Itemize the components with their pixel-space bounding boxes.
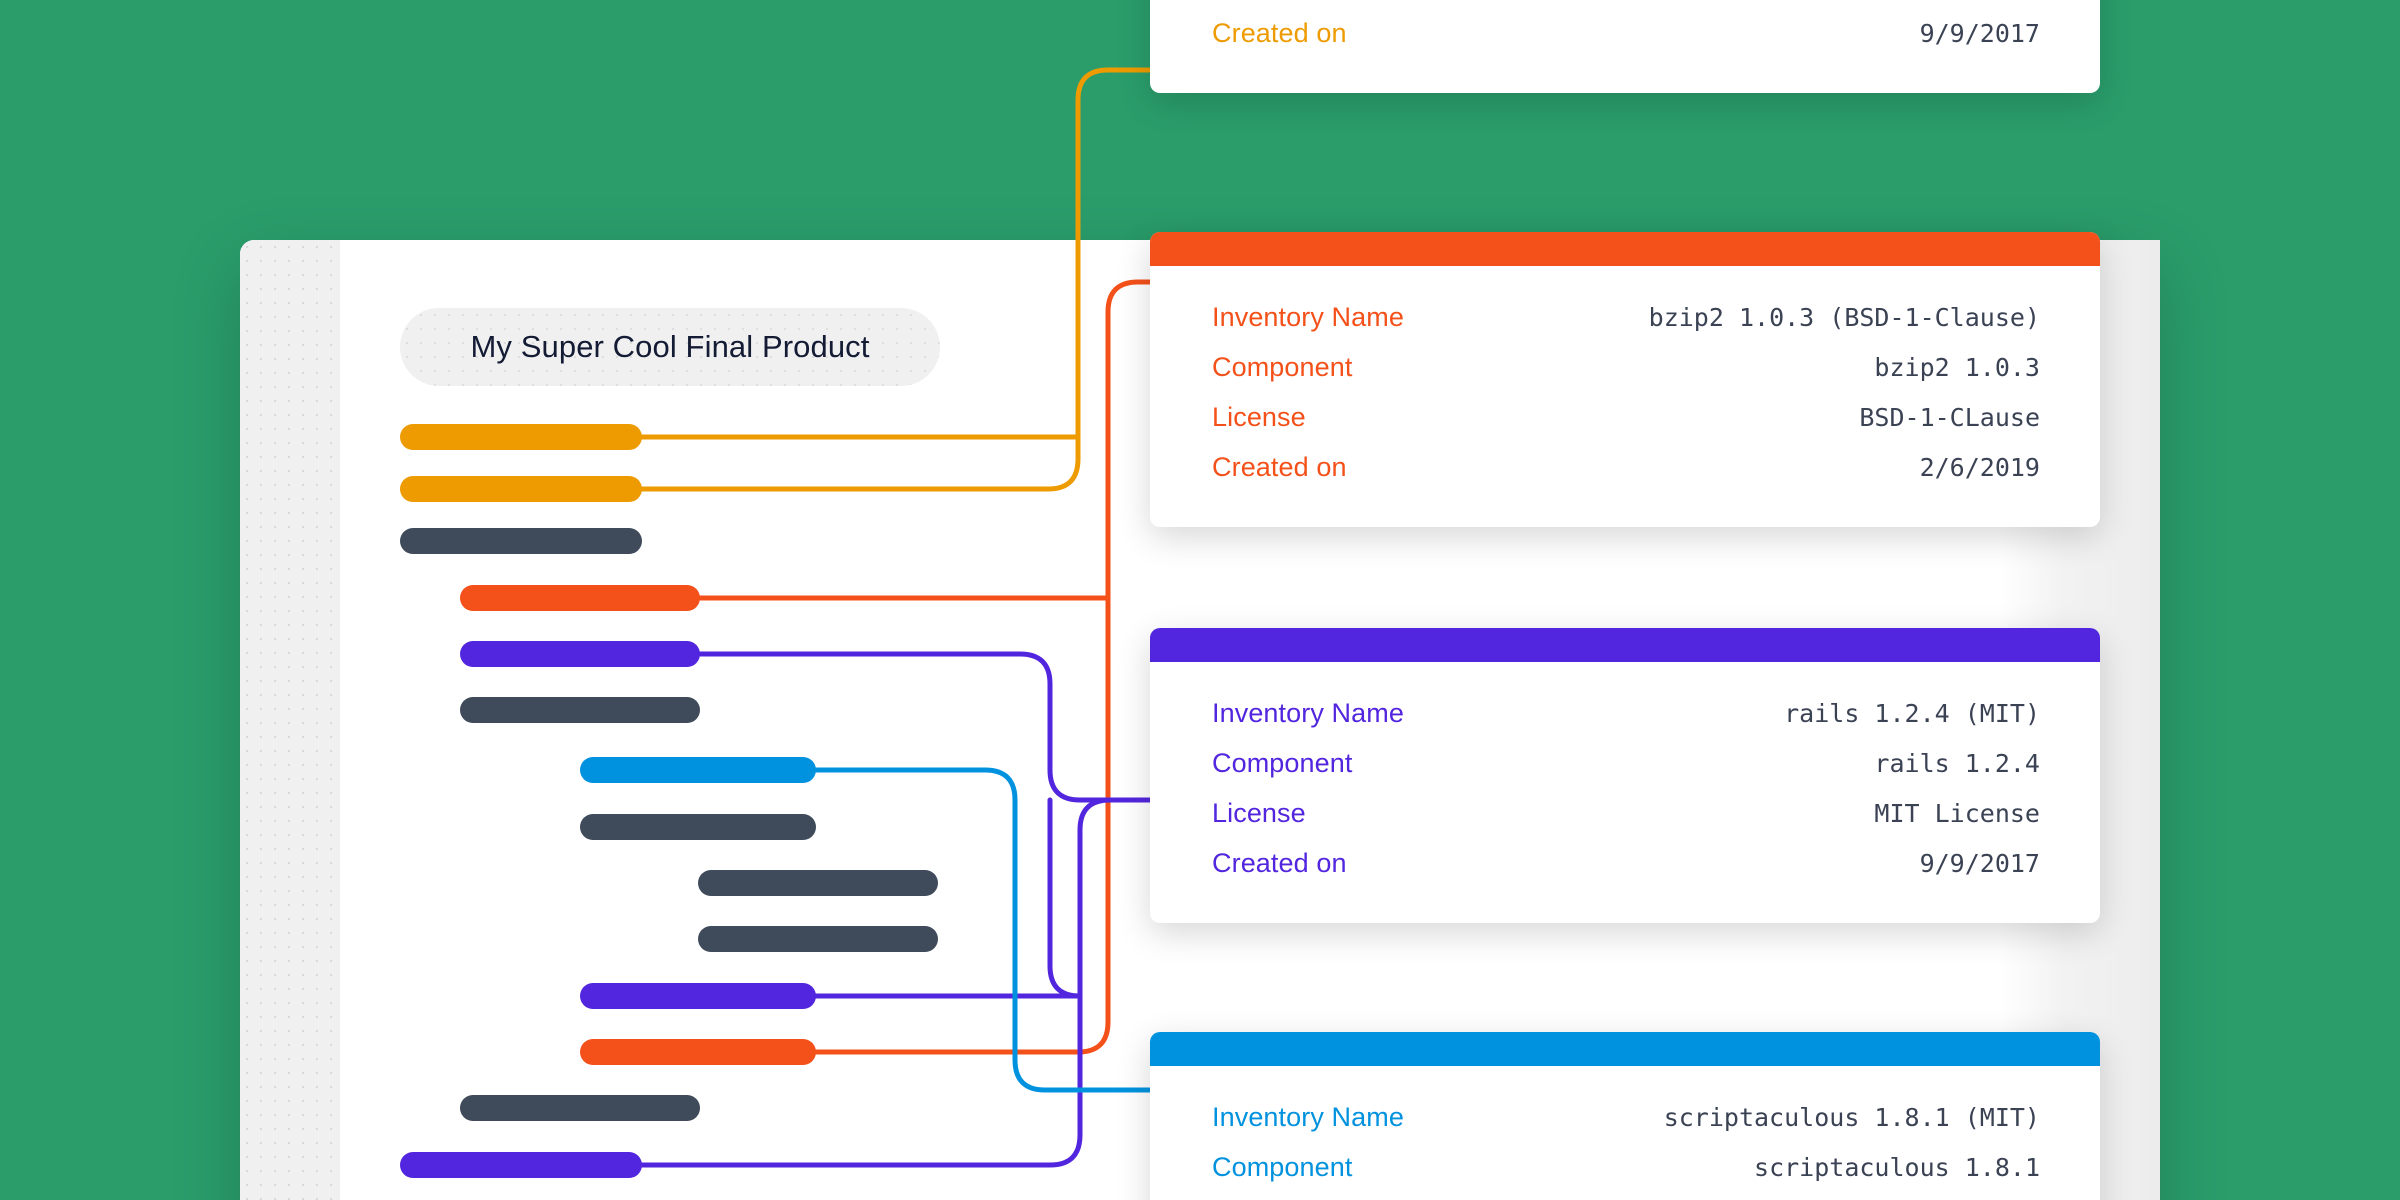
card-field-row: License MIT License [1212,798,2040,829]
card-field-row: Created on 9/9/2017 [1212,18,2040,49]
card-field-value: rails 1.2.4 [1874,749,2040,778]
card-field-row: Created on 2/6/2019 [1212,452,2040,483]
card-field-label: Created on [1212,848,1347,878]
card-field-value: 9/9/2017 [1919,19,2040,48]
card-field-label: Inventory Name [1212,302,1404,332]
card-field-label: Inventory Name [1212,698,1404,728]
product-title-label: My Super Cool Final Product [470,329,870,364]
inventory-detail-card[interactable]: Inventory Name bzip2 1.0.3 (BSD-1-Clause)… [1150,232,2100,527]
tree-node-bar[interactable] [460,585,700,611]
card-field-value: scriptaculous 1.8.1 (MIT) [1663,1103,2040,1132]
card-body: Componentapache ... apacheLicenseapache-… [1150,0,2100,93]
card-field-row: Component bzip2 1.0.3 [1212,352,2040,383]
card-field-value: 2/6/2019 [1919,453,2040,482]
card-field-row: Created on 9/9/2017 [1212,848,2040,879]
card-field-value: scriptaculous 1.8.1 [1754,1153,2040,1182]
tree-node-bar[interactable] [460,697,700,723]
card-field-label: Component [1212,352,1353,382]
card-field-row: Inventory Name bzip2 1.0.3 (BSD-1-Clause) [1212,302,2040,333]
card-field-row: Component scriptaculous 1.8.1 [1212,1152,2040,1183]
card-field-label: License [1212,798,1306,828]
card-field-label: License [1212,402,1306,432]
inventory-detail-card[interactable]: Inventory Name scriptaculous 1.8.1 (MIT) C… [1150,1032,2100,1200]
card-body: Inventory Name scriptaculous 1.8.1 (MIT) C… [1150,1066,2100,1200]
tree-node-bar[interactable] [400,424,642,450]
card-field-value: 9/9/2017 [1919,849,2040,878]
card-field-label: Created on [1212,452,1347,482]
tree-node-bar[interactable] [580,814,816,840]
card-field-value: rails 1.2.4 (MIT) [1784,699,2040,728]
card-body: Inventory Name bzip2 1.0.3 (BSD-1-Clause)… [1150,266,2100,527]
card-field-label: Created on [1212,18,1347,48]
tree-node-bar[interactable] [460,1095,700,1121]
tree-node-bar[interactable] [580,983,816,1009]
inventory-detail-card[interactable]: Componentapache ... apacheLicenseapache-… [1150,0,2100,93]
tree-node-bar[interactable] [400,1152,642,1178]
tree-node-bar[interactable] [400,528,642,554]
card-field-row: Component rails 1.2.4 [1212,748,2040,779]
card-field-value: BSD-1-CLause [1859,403,2040,432]
card-field-label: Component [1212,748,1353,778]
card-field-row: Inventory Name scriptaculous 1.8.1 (MIT) [1212,1102,2040,1133]
card-field-row: Inventory Name rails 1.2.4 (MIT) [1212,698,2040,729]
tree-node-bar[interactable] [460,641,700,667]
inventory-detail-card[interactable]: Inventory Name rails 1.2.4 (MIT) Component… [1150,628,2100,923]
tree-node-bar[interactable] [580,757,816,783]
card-accent-bar [1150,628,2100,662]
tree-node-bar[interactable] [698,926,938,952]
card-field-label: Component [1212,1152,1353,1182]
product-title-pill[interactable]: My Super Cool Final Product [400,308,940,386]
tree-node-bar[interactable] [400,476,642,502]
panel-sidebar-strip [240,240,340,1200]
card-field-value: bzip2 1.0.3 (BSD-1-Clause) [1648,303,2040,332]
card-accent-bar [1150,232,2100,266]
tree-node-bar[interactable] [580,1039,816,1065]
card-field-value: bzip2 1.0.3 [1874,353,2040,382]
card-body: Inventory Name rails 1.2.4 (MIT) Component… [1150,662,2100,923]
card-field-value: MIT License [1874,799,2040,828]
card-accent-bar [1150,1032,2100,1066]
card-field-row: License BSD-1-CLause [1212,402,2040,433]
card-field-label: Inventory Name [1212,1102,1404,1132]
tree-node-bar[interactable] [698,870,938,896]
